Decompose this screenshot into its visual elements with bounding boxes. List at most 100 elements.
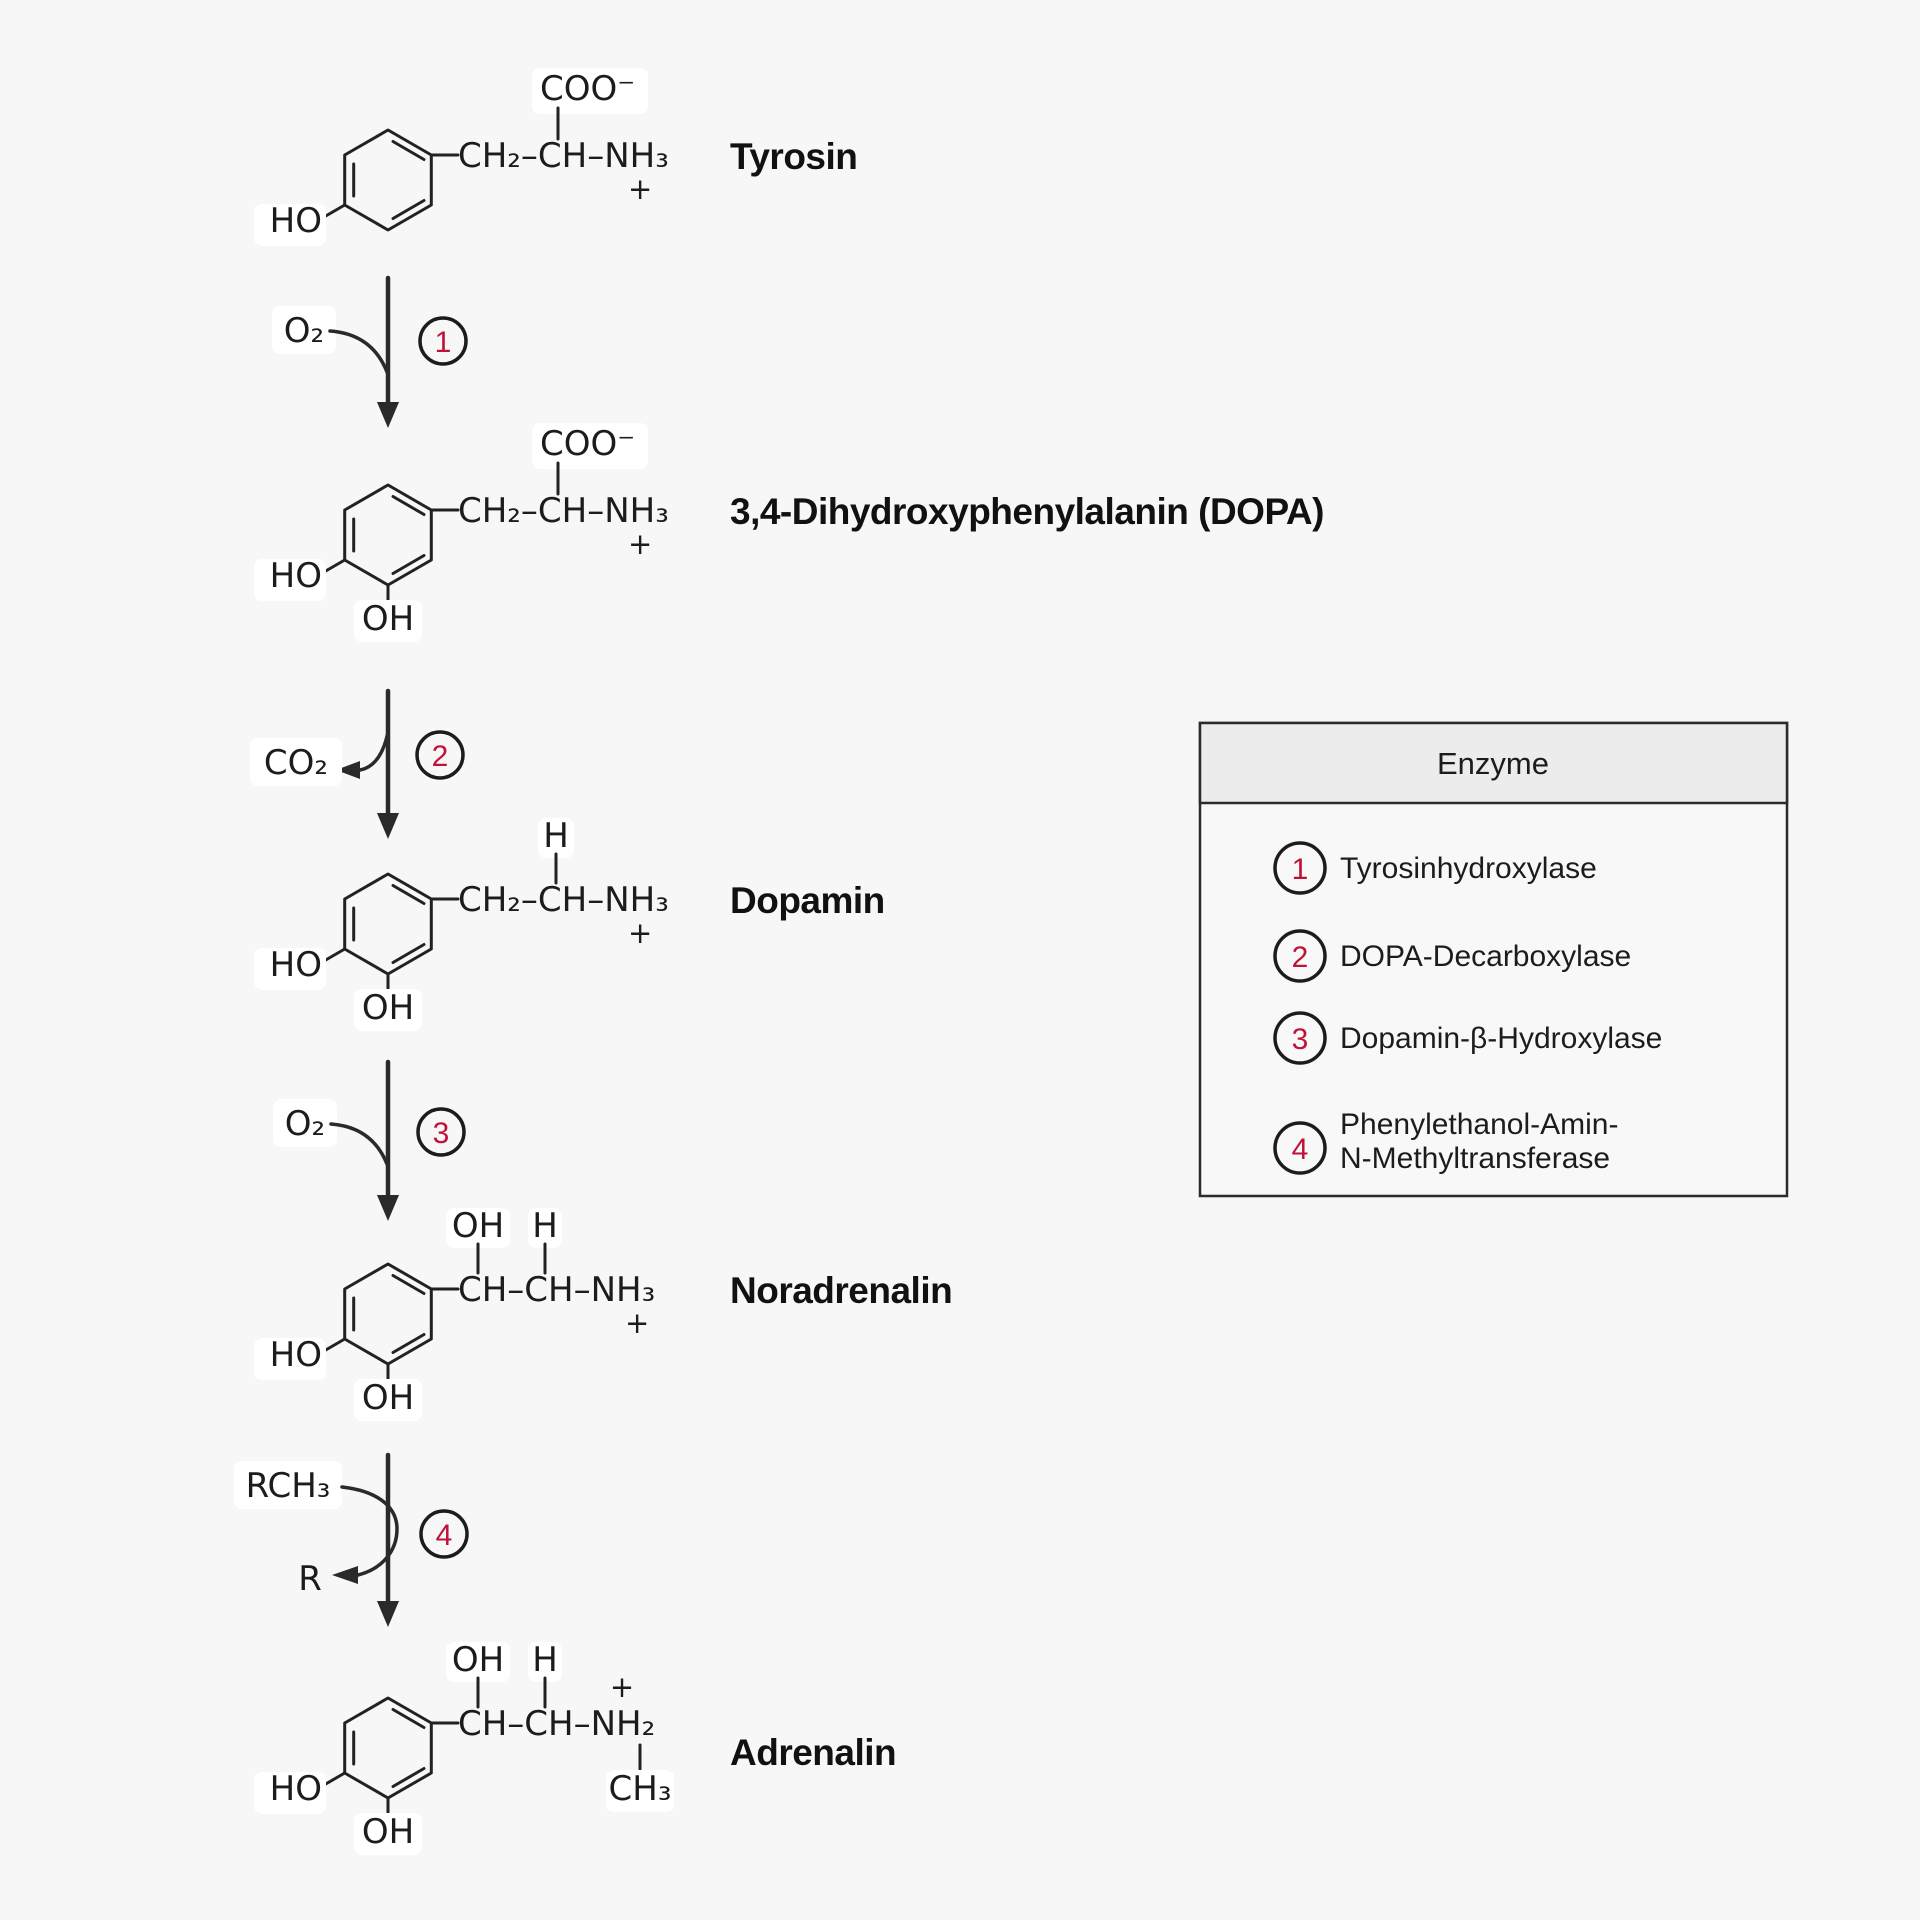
molecule-name-label: Adrenalin xyxy=(730,1732,896,1773)
side-chain-formula: CH–CH–NH₃ xyxy=(458,1270,655,1310)
enzyme-step-number: 4 xyxy=(436,1519,453,1552)
alpha-hydrogen: H xyxy=(532,1206,558,1246)
arrowhead-icon xyxy=(377,1601,399,1627)
legend-item-number: 1 xyxy=(1292,853,1309,886)
methyl-transfer-curve xyxy=(340,1485,399,1577)
enzyme-step-circle-icon xyxy=(416,1107,466,1157)
text-chip xyxy=(234,1461,342,1509)
cosubstrate-in-curve xyxy=(329,1122,389,1166)
legend-item-1: 1 Tyrosinhydroxylase xyxy=(1273,841,1597,895)
legend-item-number: 3 xyxy=(1292,1023,1309,1056)
text-chip xyxy=(528,1642,562,1682)
legend-title: Enzyme xyxy=(1437,746,1549,781)
molecule-adrenalin: HO OH OH H + CH–CH–NH₂ CH₃ Adrenalin xyxy=(254,1640,897,1855)
legend-item-number: 4 xyxy=(1292,1133,1309,1166)
coproduct-label: R xyxy=(298,1559,322,1599)
legend-item-label: Dopamin-β-Hydroxylase xyxy=(1340,1022,1662,1055)
enzyme-step-number: 2 xyxy=(432,740,449,773)
text-chip xyxy=(254,204,326,246)
text-chip xyxy=(254,1772,326,1814)
coproduct-label: CO₂ xyxy=(264,743,328,783)
ammonium-charge: + xyxy=(628,527,652,561)
side-arrowhead-icon xyxy=(336,761,360,779)
side-arrowhead-icon xyxy=(332,1566,358,1584)
text-chip xyxy=(354,600,422,642)
ring-substituent-ho: HO xyxy=(270,945,322,985)
ring-substituent-oh: OH xyxy=(362,988,414,1028)
benzene-ring xyxy=(322,1262,460,1366)
enzyme-step-number: 1 xyxy=(435,326,452,359)
ring-substituent-oh: OH xyxy=(362,1378,414,1418)
legend-item-label-line1: Phenylethanol-Amin- xyxy=(1340,1108,1618,1141)
text-chip xyxy=(532,423,648,469)
alpha-carboxylate-group: COO⁻ xyxy=(540,69,635,109)
text-chip xyxy=(446,1642,510,1682)
molecule-noradrenalin: HO OH OH H CH–CH–NH₃ + Noradrenalin xyxy=(254,1206,953,1421)
ring-substituent-ho: HO xyxy=(270,201,322,241)
legend-item-2: 2 DOPA-Decarboxylase xyxy=(1273,929,1631,983)
text-chip xyxy=(532,68,648,114)
ammonium-charge: + xyxy=(625,1306,649,1340)
arrowhead-icon xyxy=(377,813,399,839)
text-chip xyxy=(354,1379,422,1421)
beta-hydroxyl: OH xyxy=(452,1206,504,1246)
arrowhead-icon xyxy=(377,1195,399,1221)
molecule-tyrosin: HO COO⁻ CH₂–CH–NH₃ + Tyrosin xyxy=(254,68,858,246)
alpha-carboxylate-group: COO⁻ xyxy=(540,424,635,464)
text-chip xyxy=(272,306,336,354)
ammonium-charge: + xyxy=(628,172,652,206)
text-chip xyxy=(273,1099,337,1147)
arrowhead-icon xyxy=(377,402,399,428)
reaction-step-1: O₂ 1 xyxy=(272,275,468,428)
cosubstrate-label: RCH₃ xyxy=(246,1466,331,1506)
legend-item-label: Tyrosinhydroxylase xyxy=(1340,852,1597,885)
legend-item-label: DOPA-Decarboxylase xyxy=(1340,940,1631,973)
enzyme-step-circle-icon xyxy=(1273,1121,1327,1175)
enzyme-legend: Enzyme 1 Tyrosinhydroxylase 2 DOPA-Decar… xyxy=(1198,721,1789,1198)
benzene-ring xyxy=(322,128,460,232)
enzyme-step-circle-icon xyxy=(1273,929,1327,983)
text-chip xyxy=(254,948,326,990)
alpha-hydrogen: H xyxy=(543,816,569,856)
ring-substituent-ho: HO xyxy=(270,1335,322,1375)
molecule-name-label: Tyrosin xyxy=(730,136,857,177)
enzyme-step-circle-icon xyxy=(1273,1011,1327,1065)
cosubstrate-label: O₂ xyxy=(285,1104,325,1144)
text-chip xyxy=(254,1338,326,1380)
ammonium-charge: + xyxy=(610,1670,634,1704)
legend-item-label-line2: N-Methyltransferase xyxy=(1340,1142,1610,1175)
text-chip xyxy=(606,1770,674,1812)
side-chain-formula: CH₂–CH–NH₃ xyxy=(458,136,669,176)
text-chip xyxy=(528,1208,562,1248)
molecule-dopa: HO OH COO⁻ CH₂–CH–NH₃ + 3,4-Dihydroxyphe… xyxy=(254,423,1324,642)
alpha-hydrogen: H xyxy=(532,1640,558,1680)
ring-substituent-ho: HO xyxy=(270,1769,322,1809)
ring-substituent-oh: OH xyxy=(362,1812,414,1852)
benzene-ring xyxy=(322,483,460,587)
enzyme-step-circle-icon xyxy=(1273,841,1327,895)
text-chip xyxy=(354,989,422,1031)
reaction-step-4: RCH₃ R 4 xyxy=(234,1452,469,1627)
molecule-name-label: 3,4-Dihydroxyphenylalanin (DOPA) xyxy=(730,491,1324,532)
legend-item-3: 3 Dopamin-β-Hydroxylase xyxy=(1273,1011,1662,1065)
legend-item-number: 2 xyxy=(1292,941,1309,974)
legend-header xyxy=(1198,721,1789,805)
enzyme-step-circle-icon xyxy=(419,1509,469,1559)
coproduct-out-curve xyxy=(358,730,390,772)
side-chain-formula: CH–CH–NH₂ xyxy=(458,1704,655,1744)
text-chip xyxy=(538,818,574,858)
side-chain-formula: CH₂–CH–NH₃ xyxy=(458,880,669,920)
side-chain-formula: CH₂–CH–NH₃ xyxy=(458,491,669,531)
beta-hydroxyl: OH xyxy=(452,1640,504,1680)
enzyme-step-circle-icon xyxy=(415,730,465,780)
legend-item-4: 4 Phenylethanol-Amin- N-Methyltransferas… xyxy=(1273,1108,1618,1175)
reaction-step-3: O₂ 3 xyxy=(273,1059,466,1221)
enzyme-step-number: 3 xyxy=(433,1117,450,1150)
text-chip xyxy=(254,559,326,601)
cosubstrate-in-curve xyxy=(328,329,389,374)
text-chip xyxy=(354,1813,422,1855)
ammonium-charge: + xyxy=(628,916,652,950)
ring-substituent-ho: HO xyxy=(270,556,322,596)
